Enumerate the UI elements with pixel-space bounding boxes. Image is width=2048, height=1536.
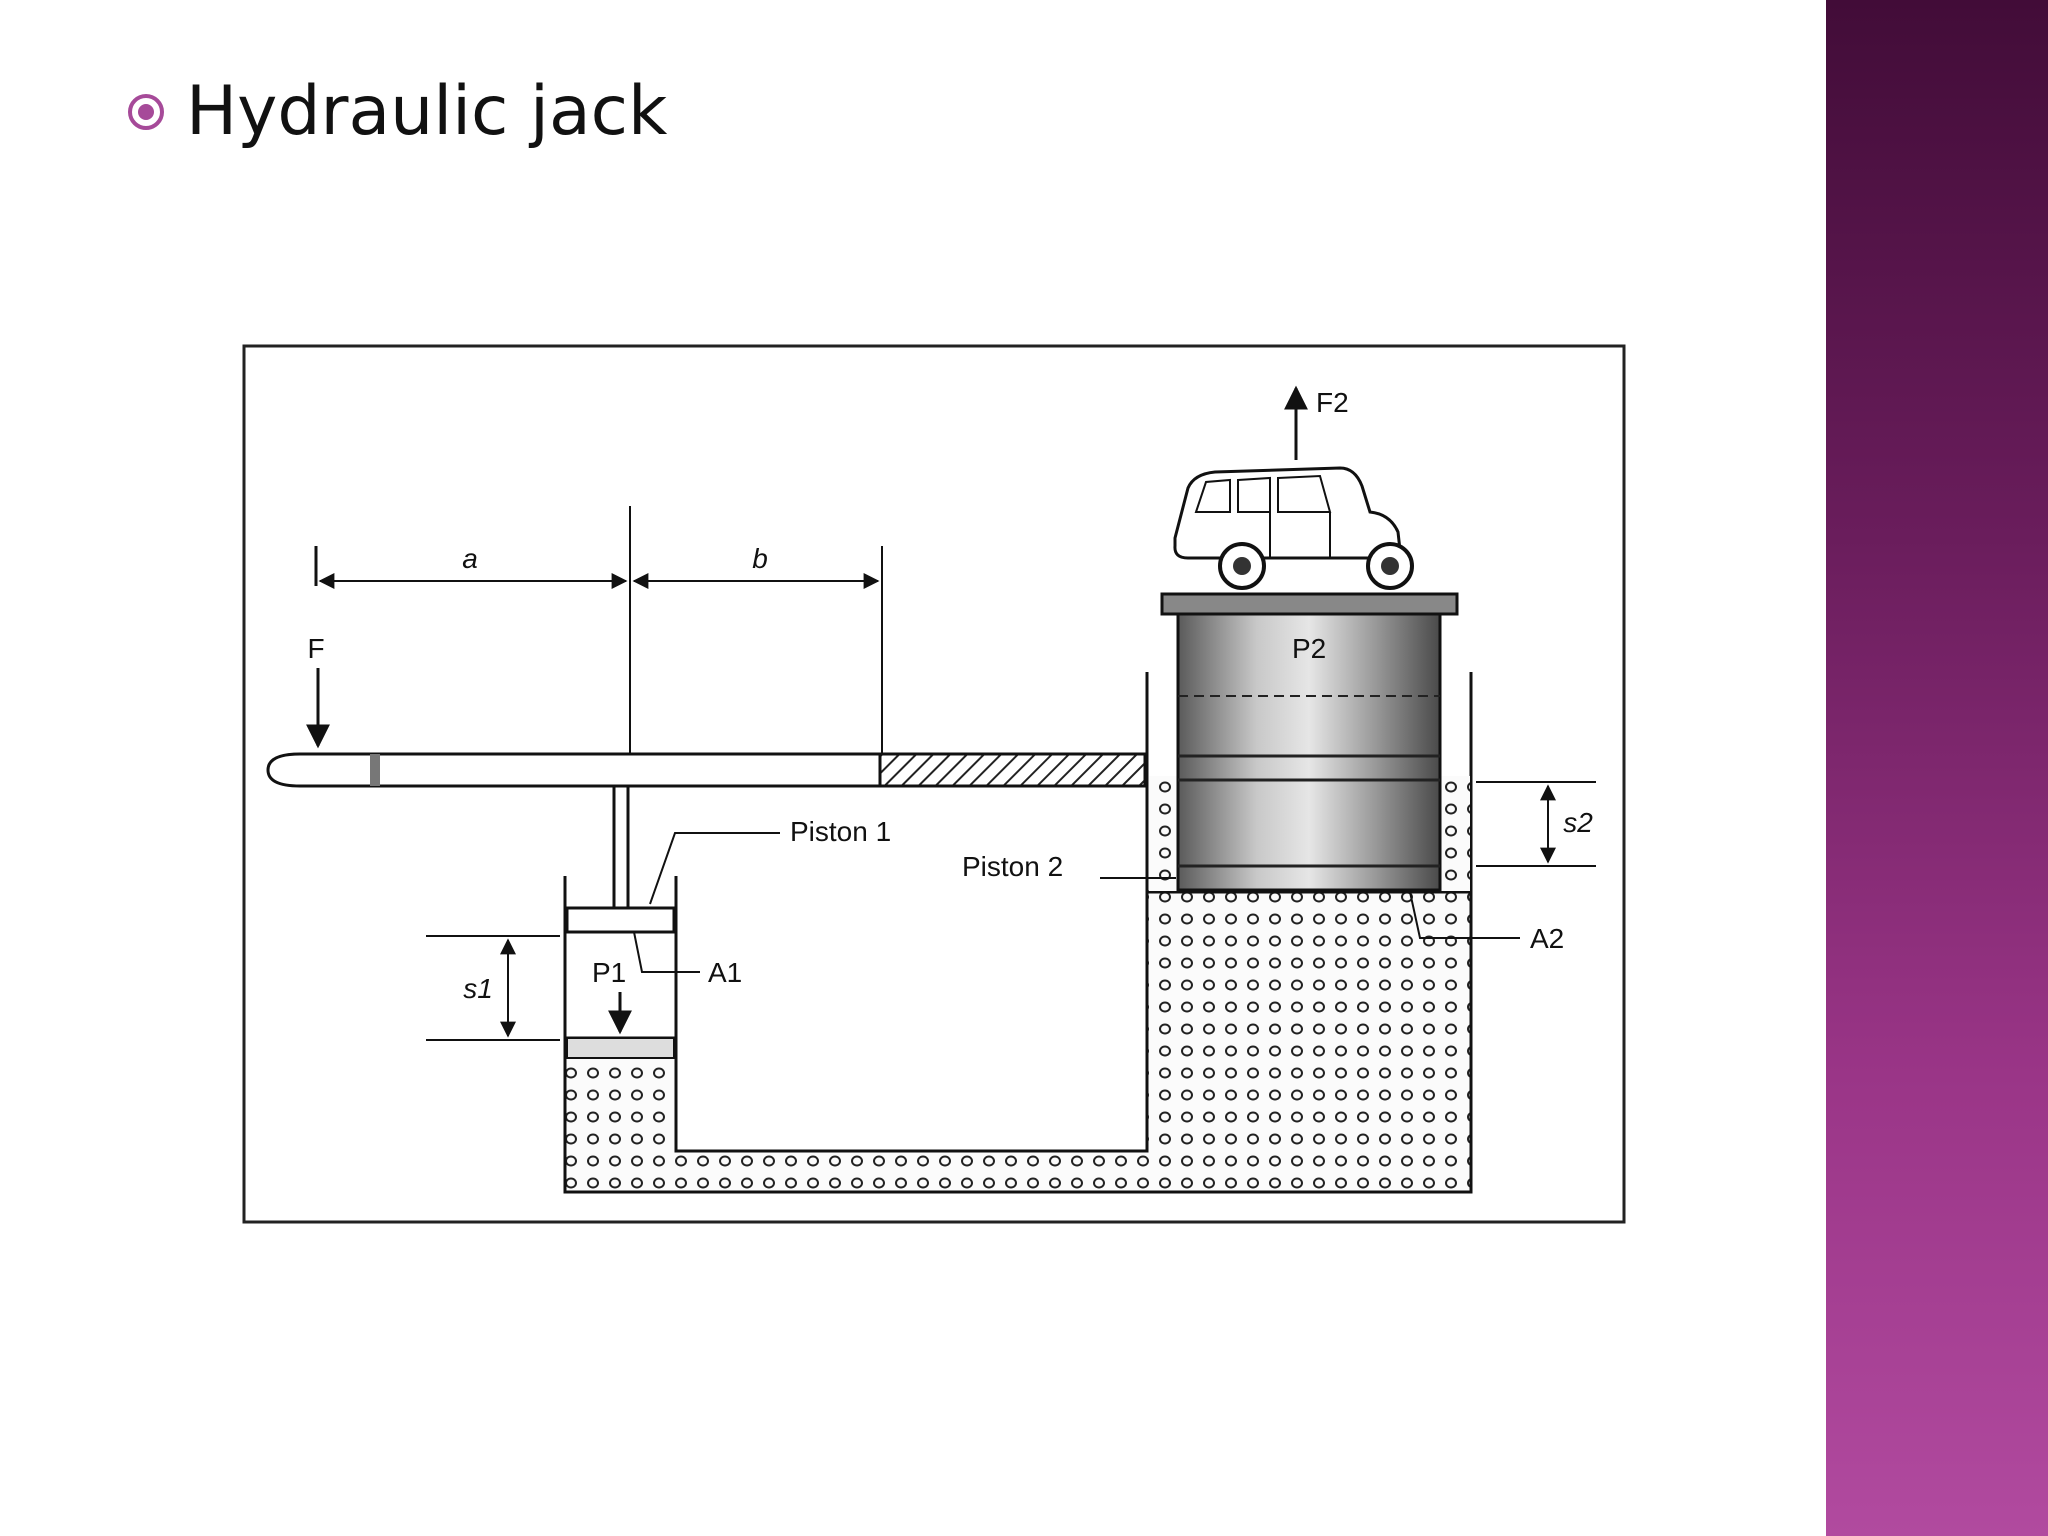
decorative-side-band bbox=[1826, 0, 2048, 1536]
piston-1 bbox=[565, 906, 676, 934]
label-p2: P2 bbox=[1292, 633, 1326, 664]
label-a1: A1 bbox=[708, 957, 742, 988]
label-s2: s2 bbox=[1563, 807, 1593, 838]
label-piston-1: Piston 1 bbox=[790, 816, 891, 847]
label-a2: A2 bbox=[1530, 923, 1564, 954]
lift-platform bbox=[1160, 592, 1459, 616]
label-f: F bbox=[307, 633, 324, 664]
bullet-item: Hydraulic jack bbox=[126, 62, 667, 162]
label-b: b bbox=[752, 543, 768, 574]
label-piston-2: Piston 2 bbox=[962, 851, 1063, 882]
piston-1-lower-position bbox=[566, 1037, 675, 1059]
lever-pivot-support bbox=[878, 752, 1147, 788]
target-bullet-icon bbox=[128, 94, 164, 130]
label-p1: P1 bbox=[592, 957, 626, 988]
label-f2: F2 bbox=[1316, 387, 1349, 418]
hydraulic-jack-diagram: a b F Piston 1 P1 A1 s1 P2 F2 bbox=[242, 344, 1626, 1224]
label-s1: s1 bbox=[463, 973, 493, 1004]
slide-title: Hydraulic jack bbox=[186, 72, 668, 151]
piston-2 bbox=[1176, 604, 1442, 892]
lever-handle bbox=[266, 752, 882, 788]
label-a: a bbox=[462, 543, 478, 574]
lever-grip-band bbox=[370, 754, 380, 786]
car-icon bbox=[1173, 466, 1414, 590]
